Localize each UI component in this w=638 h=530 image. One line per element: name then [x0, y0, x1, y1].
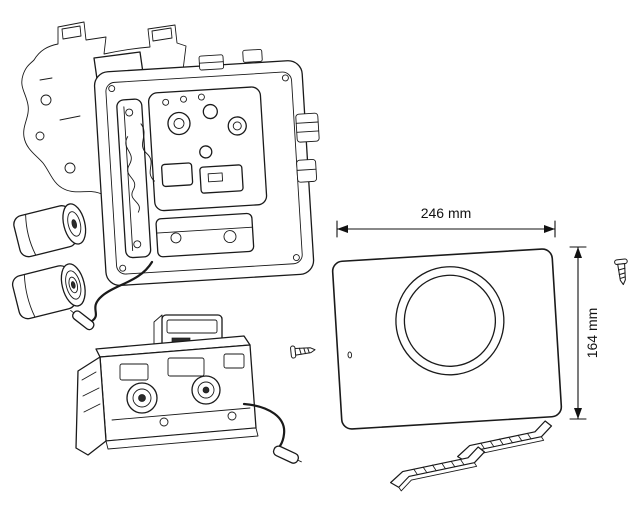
connection-cable-top-part: [70, 260, 154, 331]
drive-unit-module-part: [75, 314, 259, 456]
battery-bottom-part: [11, 263, 86, 320]
port-left: [126, 382, 158, 414]
actuator-button-ring-part: [395, 266, 505, 376]
top-clip-left: [61, 25, 82, 40]
flush-actuator-plate-part: [331, 248, 563, 430]
battery-top-part: [13, 203, 87, 258]
width-dimension-label: 246 mm: [421, 205, 472, 221]
lower-compartment: [155, 212, 255, 258]
top-clip-right: [151, 27, 173, 42]
frame-top-clips: [198, 48, 263, 71]
valve-module: [147, 86, 268, 212]
width-dimension: 246 mm: [336, 205, 556, 238]
fastening-screw-left-part: [290, 345, 316, 359]
internal-wires: [125, 123, 155, 213]
mechanism-frame-assembly-part: [93, 48, 320, 287]
height-dimension: 164 mm: [569, 246, 600, 420]
mounting-bracket-front-part: [390, 446, 486, 492]
side-fixing-ears: [295, 112, 320, 183]
plate-screw-hole: [347, 351, 353, 359]
port-right: [191, 375, 221, 405]
connection-cable-bottom-part: [242, 402, 302, 464]
cable-connector-bottom: [272, 445, 302, 464]
cable-connector-top: [70, 310, 95, 331]
fastening-screw-right-part: [614, 258, 628, 286]
height-dimension-label: 164 mm: [584, 308, 600, 359]
guide-channel: [116, 98, 152, 259]
